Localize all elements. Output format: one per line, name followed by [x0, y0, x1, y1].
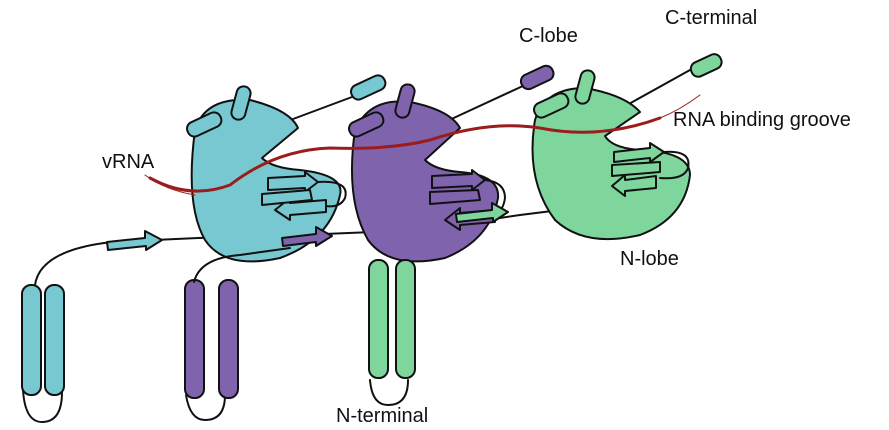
teal-helix-2: [45, 285, 64, 395]
green-c-terminal-helix: [689, 52, 724, 79]
label-rna-binding-groove: RNA binding groove: [673, 109, 851, 131]
label-vrna: vRNA: [102, 151, 155, 173]
green-helix-2: [396, 260, 415, 378]
purple-c-terminal-helix: [519, 63, 556, 91]
green-helix-1: [369, 260, 388, 378]
c-terminal-tail-teal: [285, 94, 360, 122]
purple-helix-1: [185, 280, 204, 398]
label-n-lobe: N-lobe: [620, 248, 679, 270]
teal-c-terminal-helix: [349, 73, 388, 102]
teal-linker-strand: [107, 231, 162, 250]
teal-helix-1: [22, 285, 41, 395]
label-c-lobe: C-lobe: [519, 25, 578, 47]
c-terminal-tail-purple: [445, 85, 525, 122]
label-c-terminal: C-terminal: [665, 7, 757, 29]
label-n-terminal: N-terminal: [336, 405, 428, 427]
purple-helix-2: [219, 280, 238, 398]
